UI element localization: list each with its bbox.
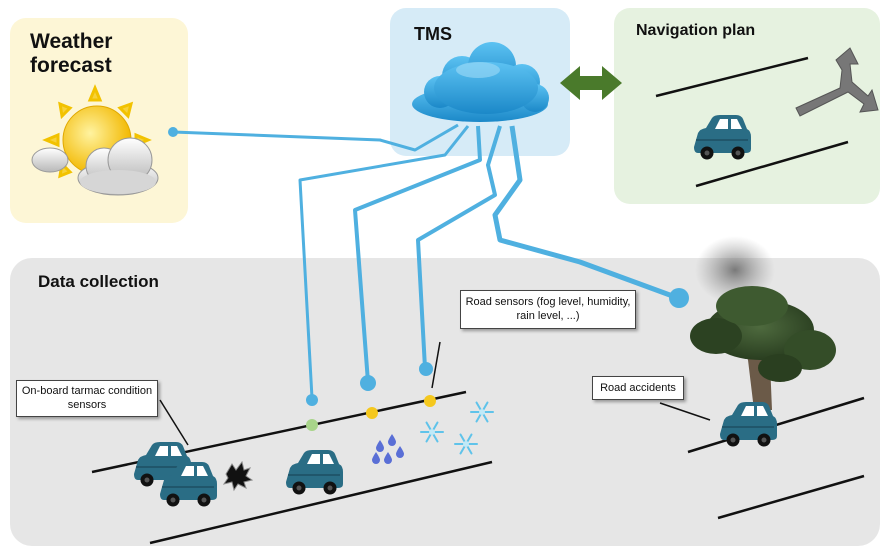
link-sensor-2 <box>416 125 502 369</box>
onboard-sensors-callout: On-board tarmac condition sensors <box>16 380 158 417</box>
callout-leaders <box>159 341 711 446</box>
navigation-plan-title: Navigation plan <box>636 22 756 39</box>
sun-cloud-icon <box>31 84 159 196</box>
tree-icon <box>690 236 836 410</box>
road-sensors-callout: Road sensors (fog level, humidity, rain … <box>460 290 636 329</box>
bidirectional-arrow-icon <box>560 66 622 100</box>
tms-cloud-icon <box>412 42 549 122</box>
onboard-link-dot <box>306 394 318 406</box>
fork-arrow-icon <box>795 47 879 117</box>
sensor-dot-yellow-1 <box>366 407 378 419</box>
link-accidents <box>492 125 679 301</box>
road-accidents-callout: Road accidents <box>592 376 684 401</box>
road-sensor-markers <box>306 395 436 431</box>
sensor-link-dot-2 <box>419 362 433 376</box>
sensor-dot-green <box>306 419 318 431</box>
snow-icon <box>420 401 494 455</box>
sensor-dot-yellow-2 <box>424 395 436 407</box>
collision-icon <box>222 460 254 492</box>
accident-car-icon <box>719 401 778 448</box>
accident-link-dot <box>669 288 689 308</box>
data-links <box>172 123 679 399</box>
data-collection-title: Data collection <box>38 272 159 291</box>
rain-icon <box>372 434 404 464</box>
cloud-icon <box>31 137 159 196</box>
weather-forecast-title: Weather forecast <box>30 30 113 78</box>
weather-link-dot <box>168 127 178 137</box>
link-onboard <box>298 125 470 399</box>
road-car-icon <box>285 449 344 496</box>
navigation-road <box>655 56 849 188</box>
navigation-car-icon <box>693 114 752 161</box>
sensor-link-dot-1 <box>360 375 376 391</box>
link-endpoints <box>168 127 689 406</box>
link-weather <box>172 123 459 152</box>
link-sensor-1 <box>353 125 482 383</box>
tms-title: TMS <box>414 24 452 44</box>
